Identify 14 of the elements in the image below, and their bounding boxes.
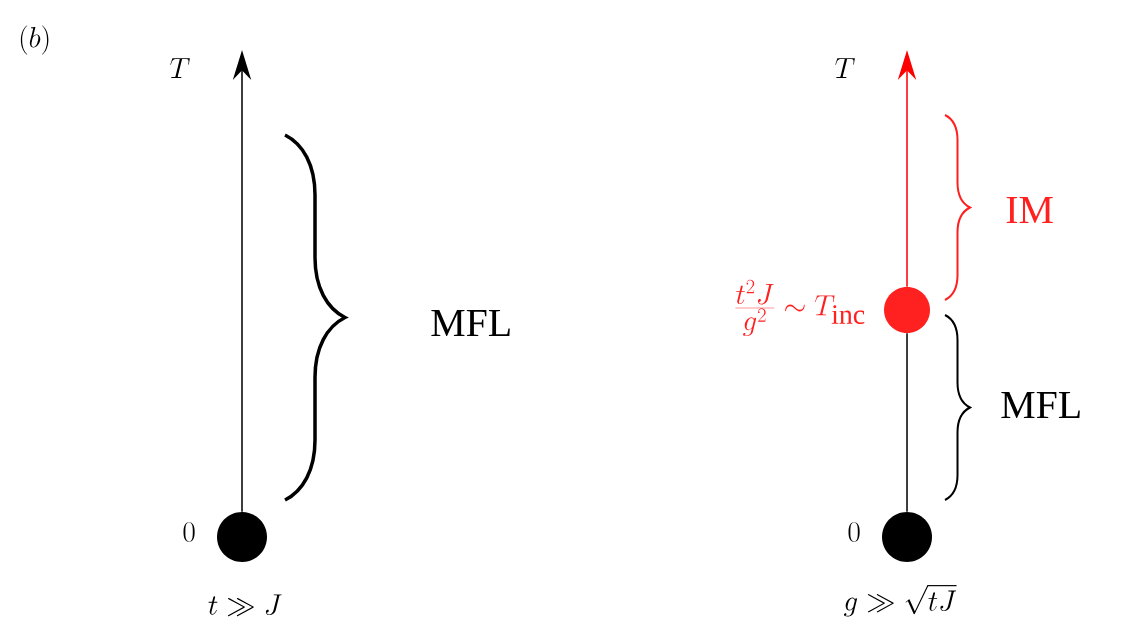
dot: [882, 512, 932, 562]
point-label: $\frac{t^2 J}{g^2} \sim T_{\mathrm{inc}}$: [735, 279, 865, 337]
point-label: $0$: [848, 522, 860, 542]
dot: [217, 512, 267, 562]
parameter-label: $t \gg J$: [208, 594, 282, 617]
point-label: $0$: [183, 522, 195, 542]
region-label: IM: [1006, 196, 1053, 224]
dot: [884, 287, 930, 333]
axis-label: $T$: [170, 58, 190, 78]
panel-label: $(b)$: [20, 25, 49, 55]
parameter-label: $g \gg \sqrt{tJ}$: [844, 585, 957, 617]
region-label: MFL: [431, 309, 510, 337]
axis-label: $T$: [835, 58, 855, 78]
region-label: MFL: [1001, 391, 1080, 419]
